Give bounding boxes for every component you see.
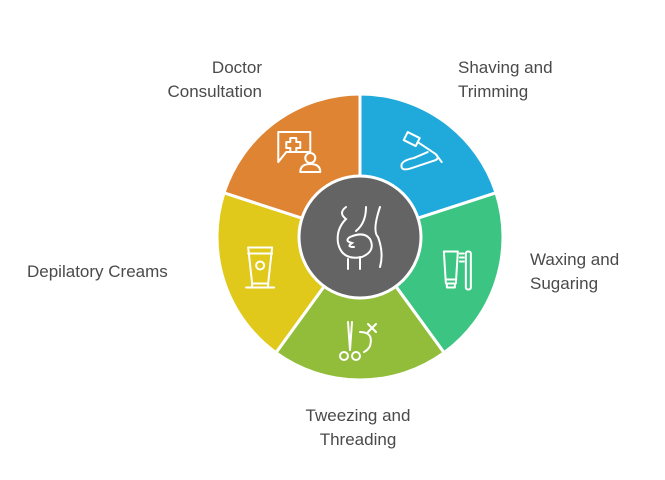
label-line: Sugaring	[530, 274, 599, 293]
label-waxing: Waxing and Sugaring	[530, 248, 619, 296]
cream-tube-icon	[245, 246, 276, 289]
label-line: Tweezing and	[305, 406, 411, 425]
label-shaving: Shaving and Trimming	[458, 56, 553, 104]
wax-tube-and-spatula-icon	[442, 250, 472, 291]
scissors-thread-icon	[339, 321, 377, 361]
label-line: Shaving and	[458, 58, 553, 77]
segment-tweezing	[273, 234, 447, 382]
razor-icon	[400, 131, 443, 171]
label-line: Trimming	[458, 82, 529, 101]
doctor-chat-icon	[277, 131, 322, 174]
label-line: Doctor	[211, 58, 262, 77]
label-creams: Depilatory Creams	[27, 260, 168, 284]
center-hub	[297, 174, 423, 300]
label-tweezing: Tweezing and Threading	[297, 404, 419, 452]
label-line: Threading	[319, 430, 397, 449]
label-line: Consultation	[167, 82, 262, 101]
label-line: Depilatory Creams	[27, 262, 168, 281]
body-hair-icon	[336, 206, 383, 270]
label-line: Waxing and	[530, 250, 620, 269]
label-doctor: Doctor Consultation	[167, 56, 262, 104]
